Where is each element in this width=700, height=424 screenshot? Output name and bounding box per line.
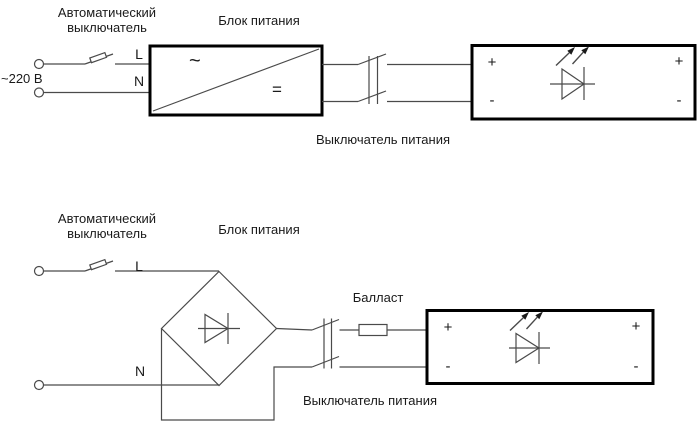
led-minus-terminal: - bbox=[489, 92, 495, 109]
led-minus-terminal: - bbox=[633, 358, 639, 375]
bottom-neutral-label: N bbox=[134, 363, 146, 379]
top-switch-label: Выключатель питания bbox=[315, 132, 450, 147]
top-circuit bbox=[33, 44, 697, 121]
top-psu-label: Блок питания bbox=[218, 13, 300, 28]
led-plus-terminal: + bbox=[674, 53, 684, 70]
led-icon bbox=[550, 46, 595, 101]
led-plus-terminal: + bbox=[443, 319, 453, 336]
ballast-resistor-icon bbox=[358, 323, 388, 337]
top-line-label: L bbox=[135, 46, 143, 62]
converter-diagonal bbox=[152, 48, 320, 112]
mains-terminal-icon bbox=[33, 58, 45, 70]
wire-positive bbox=[276, 327, 313, 331]
wire-negative-path bbox=[160, 328, 312, 421]
mains-terminal-icon bbox=[33, 265, 45, 277]
led-plus-terminal: + bbox=[631, 318, 641, 335]
mains-terminal-icon bbox=[33, 379, 45, 391]
bottom-breaker-label-line1: Автоматический bbox=[57, 211, 157, 226]
ballast-label: Балласт bbox=[352, 290, 404, 305]
power-supply-box bbox=[148, 44, 324, 117]
bottom-circuit bbox=[33, 258, 655, 421]
power-switch-icon bbox=[311, 318, 340, 369]
circuit-breaker-icon bbox=[84, 51, 114, 65]
power-switch-icon bbox=[357, 53, 387, 104]
top-breaker-label-line2: выключатель bbox=[67, 20, 147, 35]
psu-ac-symbol: ~ bbox=[189, 50, 201, 72]
led-plus-terminal: + bbox=[487, 54, 497, 71]
mains-terminal-icon bbox=[33, 87, 45, 98]
bottom-psu-label: Блок питания bbox=[218, 222, 300, 237]
bottom-breaker-label-line2: выключатель bbox=[67, 226, 147, 241]
led-icon bbox=[509, 311, 550, 364]
top-neutral-label: N bbox=[133, 73, 145, 89]
circuit-breaker-icon bbox=[84, 258, 114, 272]
led-module-box bbox=[425, 309, 655, 385]
top-breaker-label-line1: Автоматический bbox=[57, 5, 157, 20]
bottom-switch-label: Выключатель питания bbox=[302, 393, 437, 408]
led-minus-terminal: - bbox=[445, 358, 451, 375]
led-minus-terminal: - bbox=[676, 92, 682, 109]
led-light-arrows-icon bbox=[509, 311, 543, 332]
bridge-rectifier-icon bbox=[160, 270, 278, 387]
led-light-arrows-icon bbox=[555, 46, 589, 67]
mains-voltage-label: ~220 В bbox=[1, 71, 43, 86]
bottom-line-label: L bbox=[135, 258, 143, 274]
psu-dc-symbol: = bbox=[272, 80, 282, 99]
diode-icon bbox=[198, 313, 240, 344]
